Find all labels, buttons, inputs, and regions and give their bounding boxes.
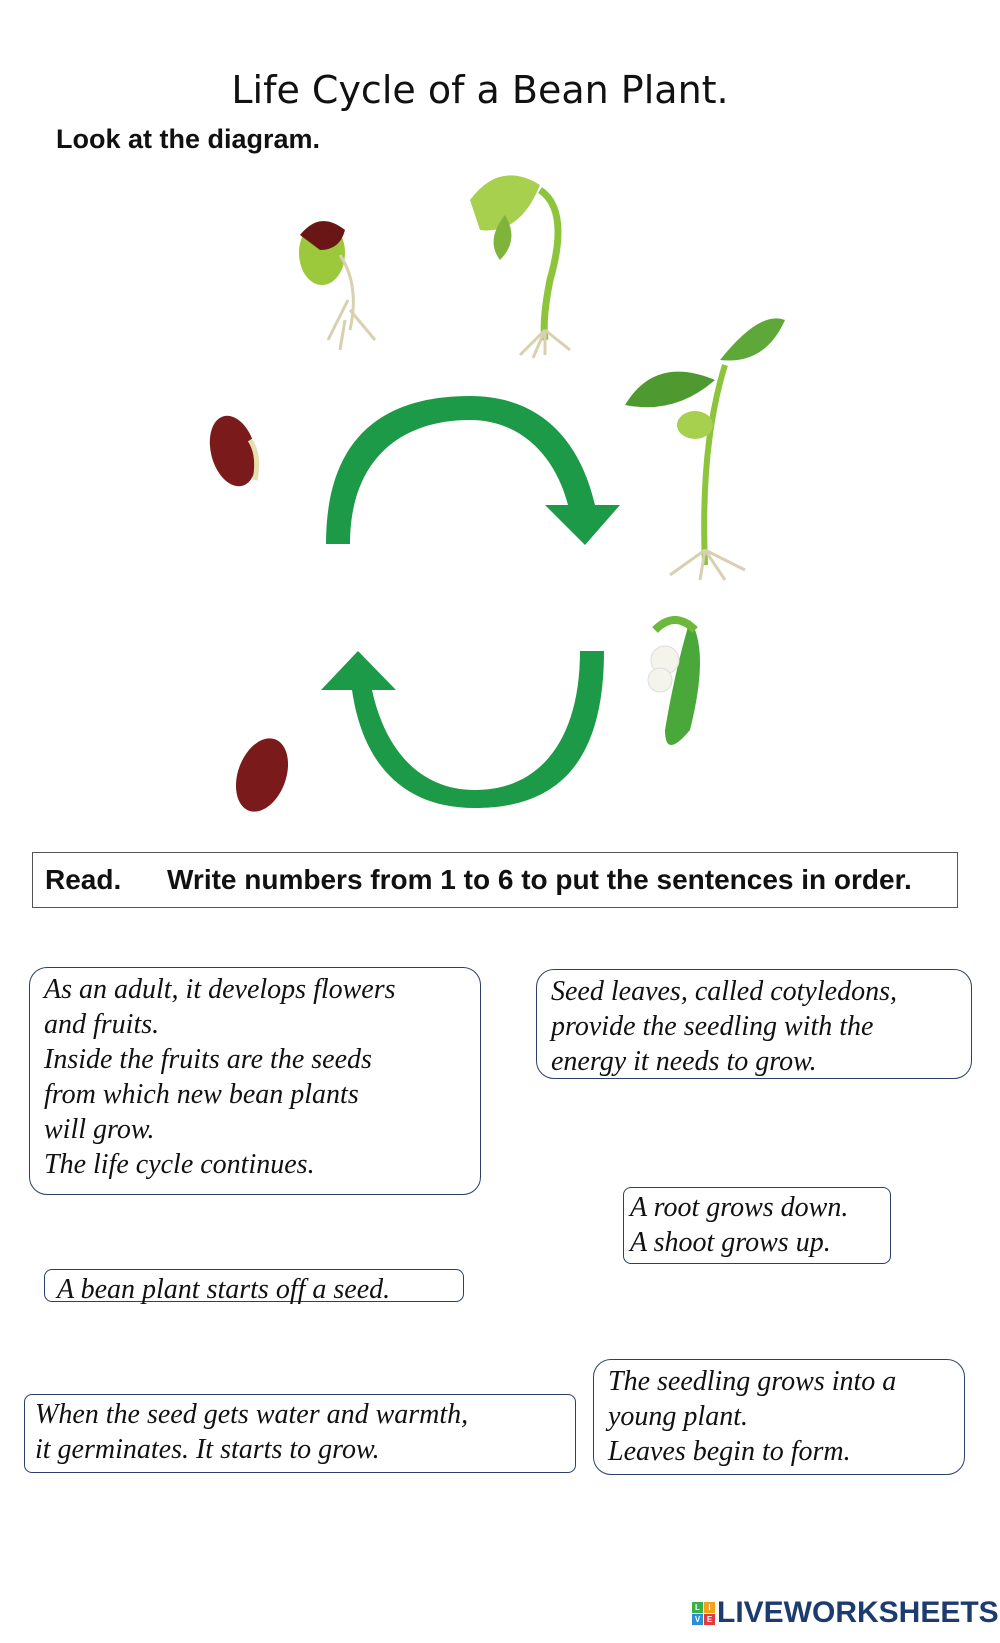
card-line: Leaves begin to form. bbox=[608, 1436, 851, 1467]
card-line: When the seed gets water and warmth, bbox=[35, 1399, 469, 1430]
sentence-card-young-plant[interactable]: The seedling grows into a young plant. L… bbox=[593, 1359, 965, 1475]
sentence-card-adult[interactable]: As an adult, it develops flowers and fru… bbox=[29, 967, 481, 1195]
card-line: Inside the fruits are the seeds bbox=[44, 1044, 372, 1075]
cycle-arrow-bottom-icon bbox=[321, 651, 604, 808]
instruction-text: Write numbers from 1 to 6 to put the sen… bbox=[167, 864, 912, 895]
card-line: As an adult, it develops flowers bbox=[44, 974, 396, 1005]
card-line: it germinates. It starts to grow. bbox=[35, 1434, 380, 1465]
logo-letter: L bbox=[692, 1601, 703, 1613]
card-line: energy it needs to grow. bbox=[551, 1046, 817, 1077]
logo-letter: V bbox=[692, 1613, 703, 1625]
subtitle: Look at the diagram. bbox=[56, 124, 321, 154]
logo-letter: E bbox=[704, 1613, 715, 1625]
card-line: A shoot grows up. bbox=[630, 1227, 831, 1258]
instruction-read: Read. bbox=[45, 864, 122, 895]
bean-pod-flower-icon bbox=[647, 616, 700, 745]
dry-seed-icon bbox=[235, 738, 289, 812]
logo-letter: I bbox=[704, 1601, 715, 1613]
page-title: Life Cycle of a Bean Plant. bbox=[231, 68, 729, 112]
card-line: provide the seedling with the bbox=[551, 1011, 874, 1042]
germinating-seed-icon bbox=[299, 221, 377, 351]
card-line: Seed leaves, called cotyledons, bbox=[551, 976, 897, 1007]
sentence-card-cotyledons[interactable]: Seed leaves, called cotyledons, provide … bbox=[536, 969, 972, 1079]
seedling-icon bbox=[470, 175, 571, 359]
card-line: A bean plant starts off a seed. bbox=[57, 1274, 391, 1305]
card-line: The seedling grows into a bbox=[608, 1366, 897, 1397]
cycle-arrow-top-icon bbox=[326, 396, 620, 545]
logo-squares-icon: L I V E bbox=[692, 1601, 715, 1625]
liveworksheets-logo: L I V E LIVEWORKSHEETS bbox=[692, 1596, 999, 1630]
young-plant-icon bbox=[625, 318, 785, 581]
card-line: and fruits. bbox=[44, 1009, 160, 1040]
logo-text: LIVEWORKSHEETS bbox=[717, 1596, 999, 1629]
seed-sprouting-icon bbox=[209, 415, 260, 487]
card-line: young plant. bbox=[608, 1401, 748, 1432]
card-line: A root grows down. bbox=[630, 1192, 849, 1223]
sentence-card-germinates[interactable]: When the seed gets water and warmth, it … bbox=[24, 1394, 576, 1473]
sentence-card-seed[interactable]: A bean plant starts off a seed. bbox=[44, 1269, 464, 1305]
card-line: The life cycle continues. bbox=[44, 1149, 315, 1180]
card-line: from which new bean plants bbox=[44, 1079, 359, 1110]
card-line: will grow. bbox=[44, 1114, 155, 1145]
instruction-box: Read. Write numbers from 1 to 6 to put t… bbox=[32, 852, 958, 908]
life-cycle-diagram bbox=[209, 175, 785, 812]
sentence-card-root-shoot[interactable]: A root grows down. A shoot grows up. bbox=[623, 1187, 891, 1264]
